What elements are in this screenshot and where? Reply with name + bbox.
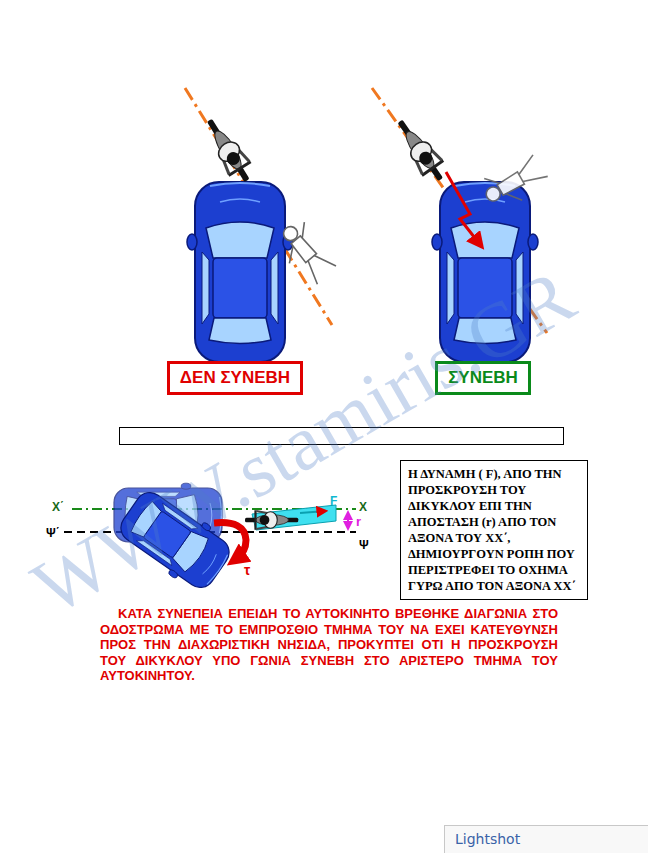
box-text: ΔΕΝ ΣΥΝΕΒΗ — [180, 368, 290, 388]
conclusion-text: ΚΑΤΑ ΣΥΝΕΠΕΙΑ ΕΠΕΙΔΗ ΤΟ ΑΥΤΟΚΙΝΗΤΟ ΒΡΕΘΗ… — [100, 606, 558, 684]
axis-label: Ψ — [359, 538, 369, 552]
torque-label: τ — [244, 562, 250, 578]
axis-label: Χ΄ — [52, 500, 64, 514]
verdict-box: ΔΕΝ ΣΥΝΕΒΗ — [167, 361, 303, 395]
torque-label: τ — [244, 562, 250, 578]
axis-label: Χ — [359, 500, 367, 514]
distance-label: r — [356, 514, 361, 529]
force-label: F — [330, 494, 337, 508]
tooltip-box: Lightshot — [444, 825, 648, 853]
explanation-box: Η ΔΥΝΑΜΗ ( F), ΑΠΟ ΤΗΝ ΠΡΟΣΚΡΟΥΣΗ ΤΟΥ ΔΙ… — [400, 460, 588, 600]
axis-label: Χ΄ — [52, 500, 64, 514]
axis-label: Χ — [359, 500, 367, 514]
force-label: F — [330, 494, 337, 508]
box-text: Lightshot — [455, 831, 638, 847]
box-text: Η ΔΥΝΑΜΗ ( F), ΑΠΟ ΤΗΝ ΠΡΟΣΚΡΟΥΣΗ ΤΟΥ ΔΙ… — [408, 466, 580, 594]
distance-label: r — [356, 514, 361, 529]
conclusion-text: ΚΑΤΑ ΣΥΝΕΠΕΙΑ ΕΠΕΙΔΗ ΤΟ ΑΥΤΟΚΙΝΗΤΟ ΒΡΕΘΗ… — [100, 606, 558, 684]
axis-label: Ψ — [359, 538, 369, 552]
